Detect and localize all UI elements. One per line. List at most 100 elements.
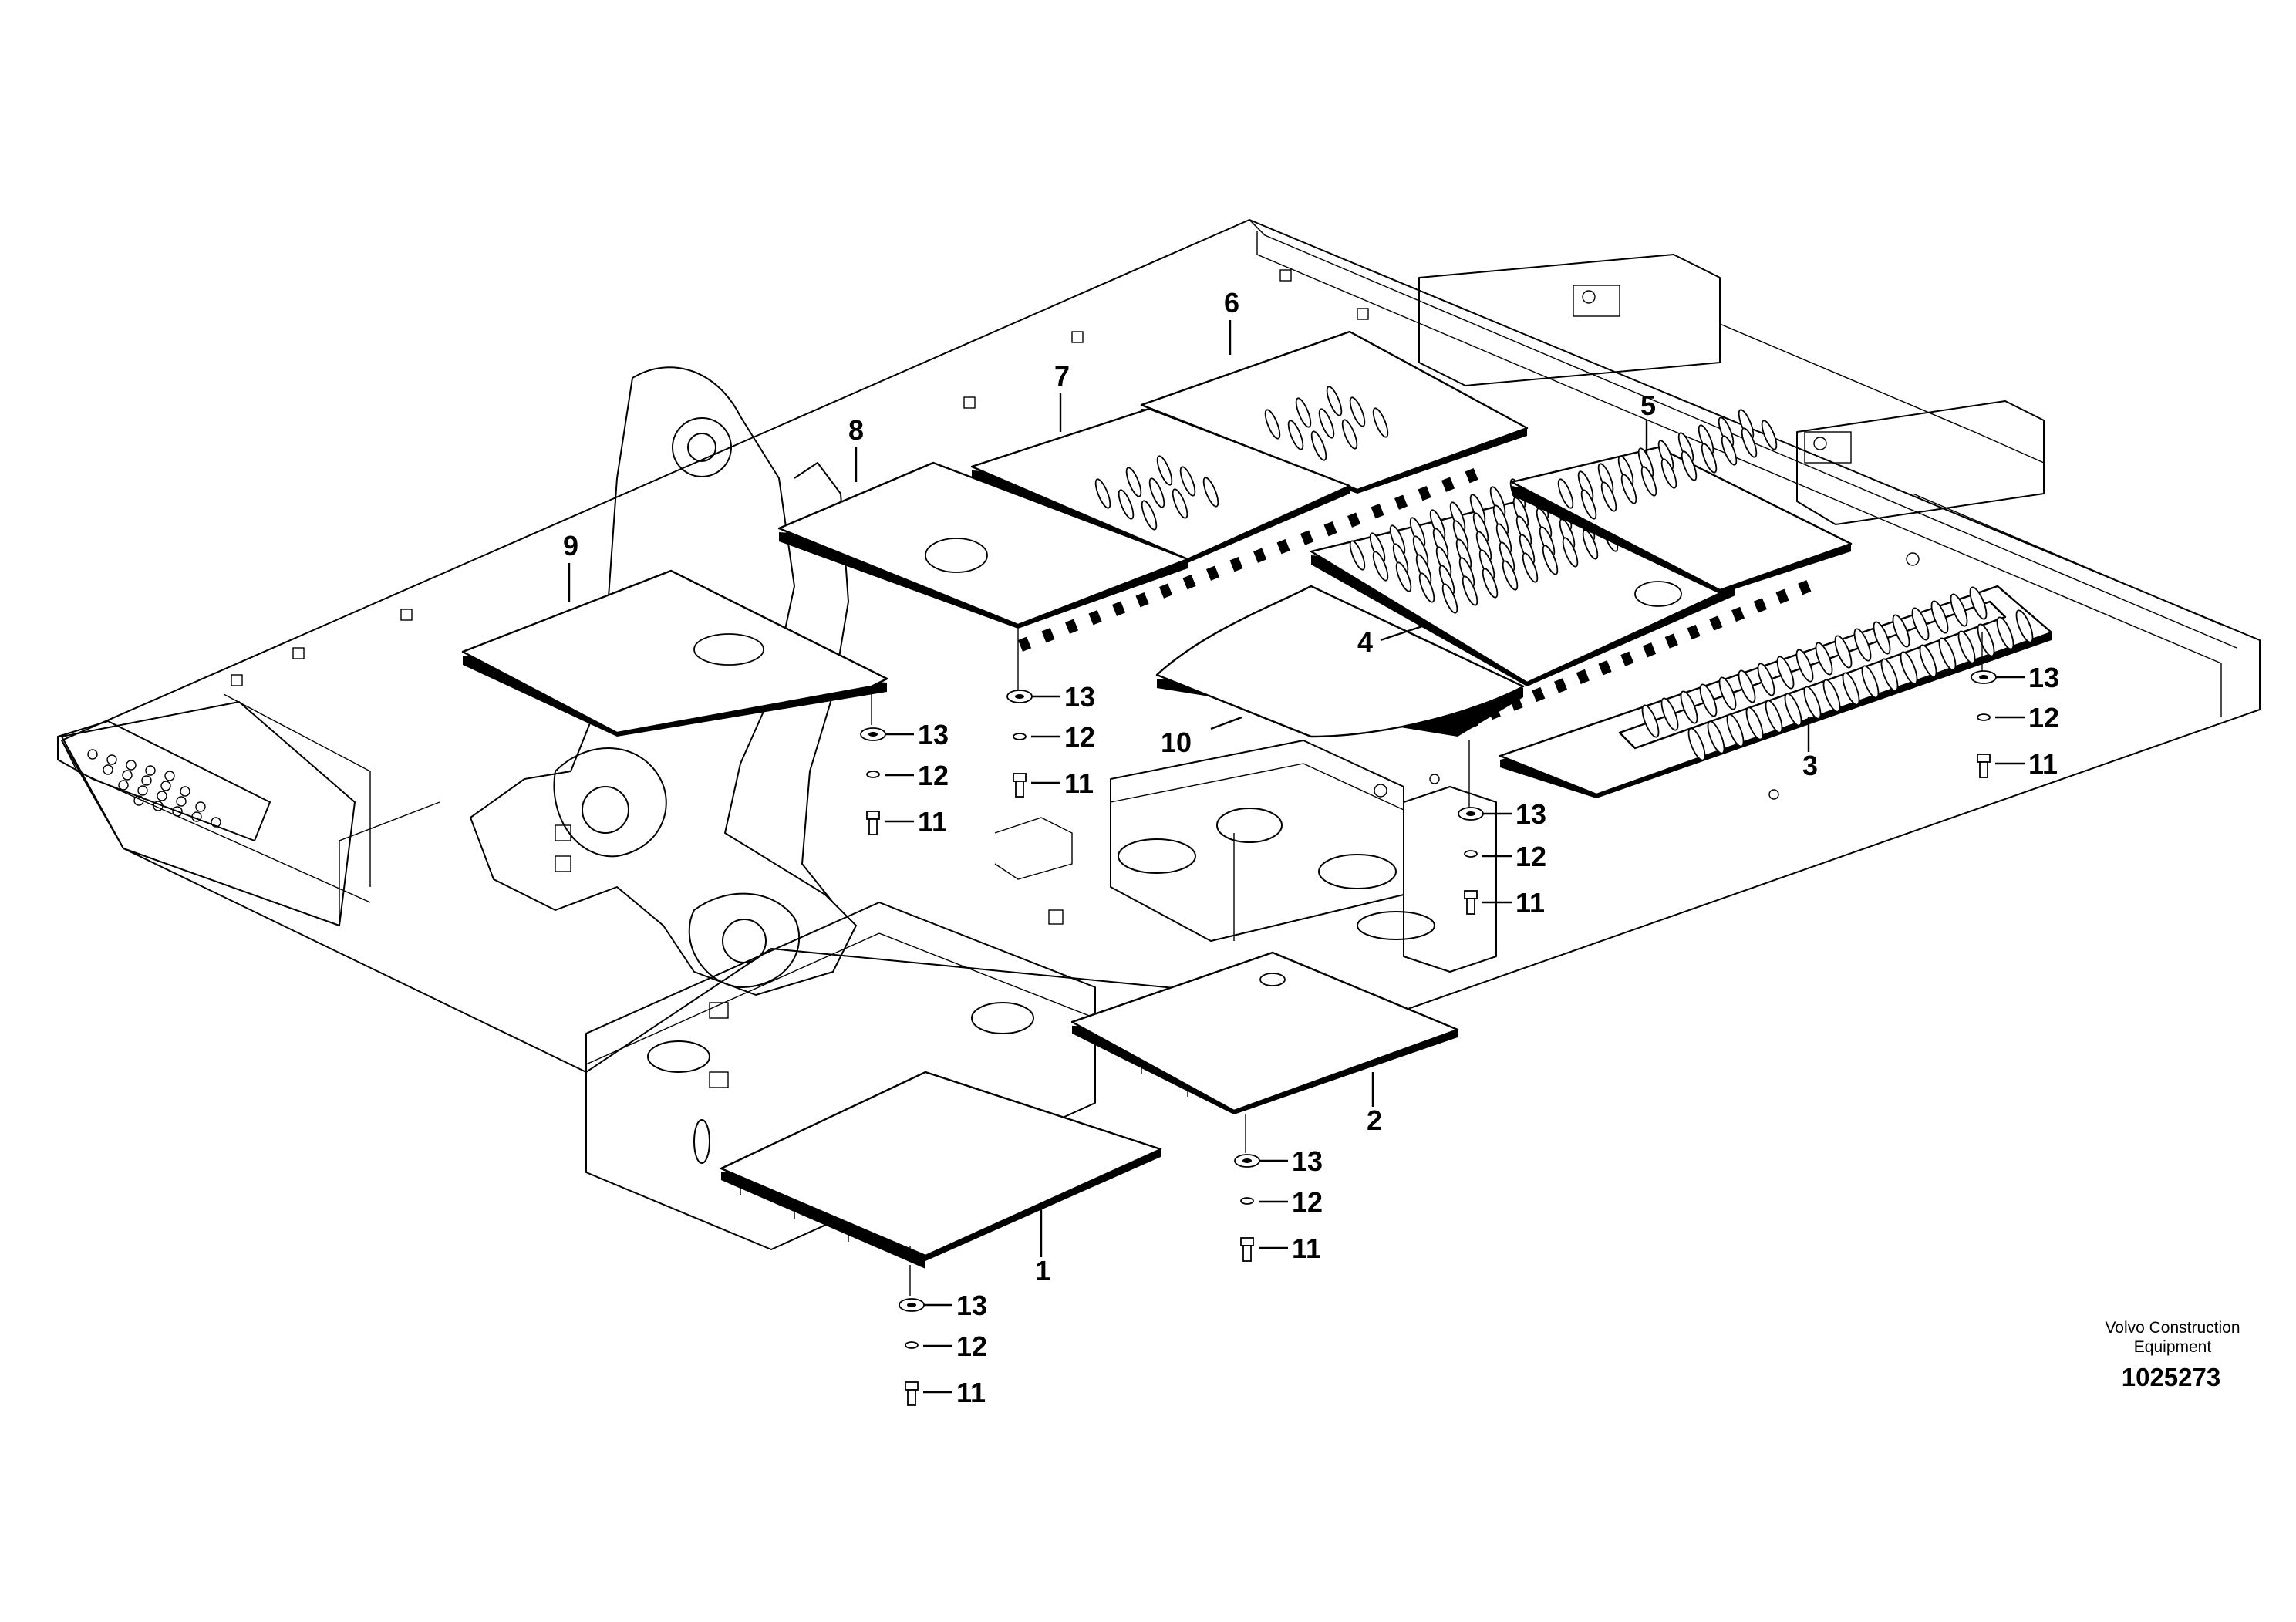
part-7-slotted-plate — [970, 407, 1351, 563]
edge-dash — [1441, 477, 1455, 492]
callout-11-e: 11 — [1292, 1233, 1321, 1264]
bolt-shank-icon — [1015, 781, 1024, 798]
vent-slot — [1834, 635, 1853, 669]
edge-dash — [1465, 468, 1478, 484]
edge-dash — [1576, 669, 1590, 685]
vent-slot — [1969, 586, 1988, 620]
bolt-shank-icon — [1979, 761, 1988, 778]
vent-slot — [1522, 552, 1539, 583]
vent-slot — [1287, 420, 1304, 450]
vent-slot — [1784, 693, 1802, 727]
callout-12-c: 12 — [1515, 841, 1546, 872]
vent-slot — [1641, 704, 1660, 738]
edge-dash — [1731, 606, 1745, 622]
vent-slot — [1738, 669, 1756, 703]
reference-number: 1025273 — [2122, 1363, 2220, 1391]
vent-slot — [1172, 488, 1188, 519]
edge-dash — [1111, 601, 1126, 616]
edge-dash — [1709, 615, 1723, 631]
vent-slot — [1803, 686, 1822, 720]
vent-slot — [1542, 545, 1559, 575]
washer-hole-icon — [1015, 694, 1024, 699]
callout-12-e: 12 — [1292, 1186, 1323, 1218]
edge-dash — [1509, 696, 1523, 711]
vent-slot — [1957, 630, 1976, 664]
callout-13-c: 13 — [1515, 798, 1546, 830]
vent-slot — [1372, 551, 1389, 582]
vent-slot — [1562, 537, 1579, 568]
vent-slot — [1202, 477, 1219, 508]
part-8-cover-plate — [777, 461, 1189, 629]
edge-dash — [1643, 642, 1657, 658]
callout-10: 10 — [1161, 727, 1192, 758]
edge-dash — [1775, 588, 1789, 604]
vent-slot — [1938, 637, 1957, 671]
edge-dash — [1371, 504, 1384, 519]
vent-slot — [1482, 568, 1499, 599]
callout-12-b: 12 — [918, 760, 949, 791]
callout-13-a: 13 — [1064, 681, 1095, 713]
lock-washer-icon — [905, 1341, 919, 1349]
edge-dash — [1798, 580, 1812, 595]
vent-slot — [1441, 583, 1458, 614]
vent-slot — [1745, 706, 1764, 740]
vent-slot — [1640, 466, 1657, 497]
vent-slot — [1395, 561, 1412, 592]
dashed-edge-markers — [1017, 468, 1812, 729]
vent-slot — [1853, 628, 1872, 662]
edge-dash — [1347, 512, 1361, 528]
vent-slot — [1264, 409, 1281, 440]
vent-slot — [1950, 593, 1968, 627]
vent-slot — [1996, 616, 2014, 650]
vent-slot — [1295, 397, 1312, 428]
lock-washer-icon — [1464, 850, 1478, 858]
callout-11-f: 11 — [956, 1377, 986, 1408]
callout-4: 4 — [1357, 626, 1373, 658]
upper-frame-drawing — [57, 219, 2261, 1250]
vent-slot — [1310, 430, 1327, 461]
vent-slot — [1318, 408, 1335, 439]
edge-dash — [1418, 486, 1431, 501]
edge-dash — [1532, 686, 1546, 703]
edge-dash — [1687, 624, 1701, 640]
edge-dash — [1135, 592, 1149, 608]
callout-7: 7 — [1054, 360, 1070, 392]
vent-slot — [1900, 651, 1918, 685]
vent-slot — [1372, 407, 1389, 438]
vent-slot — [1600, 481, 1617, 512]
vent-slot — [1582, 529, 1599, 560]
part-1-cover-plate — [720, 1071, 1162, 1269]
edge-dash — [1664, 633, 1678, 649]
vent-slot — [1718, 676, 1737, 710]
bolt-head-icon — [866, 811, 880, 820]
vent-slot — [1179, 466, 1196, 497]
callout-2: 2 — [1367, 1104, 1382, 1136]
bolt-shank-icon — [1242, 1245, 1252, 1262]
brand-line-1: Volvo Construction — [2105, 1319, 2240, 1337]
vent-slot — [1977, 623, 1995, 657]
vent-slot — [1880, 658, 1899, 692]
callout-11-a: 11 — [1064, 767, 1094, 799]
callout-12-d: 12 — [2028, 702, 2059, 733]
lock-washer-icon — [1013, 733, 1027, 740]
edge-dash — [1088, 610, 1102, 626]
washer-hole-icon — [1466, 811, 1475, 816]
vent-slot — [1687, 727, 1706, 761]
washer-hole-icon — [907, 1303, 916, 1307]
edge-dash — [1065, 619, 1079, 634]
bolt-shank-icon — [907, 1389, 916, 1406]
brand-block: Volvo Construction Equipment 1025273 — [2105, 1319, 2240, 1391]
vent-slot — [1660, 458, 1677, 489]
part-9-cover-plate — [461, 569, 888, 737]
callout-11-d: 11 — [2028, 748, 2058, 780]
vent-slot — [1620, 474, 1637, 504]
vent-slot — [1681, 450, 1698, 481]
edge-dash — [1017, 636, 1032, 652]
callout-8: 8 — [848, 414, 864, 446]
edge-dash — [1300, 530, 1314, 545]
brand-line-2: Equipment — [2134, 1338, 2212, 1356]
bolt-shank-icon — [868, 818, 878, 835]
vent-slot — [1699, 683, 1718, 717]
bolt-head-icon — [1240, 1237, 1254, 1246]
